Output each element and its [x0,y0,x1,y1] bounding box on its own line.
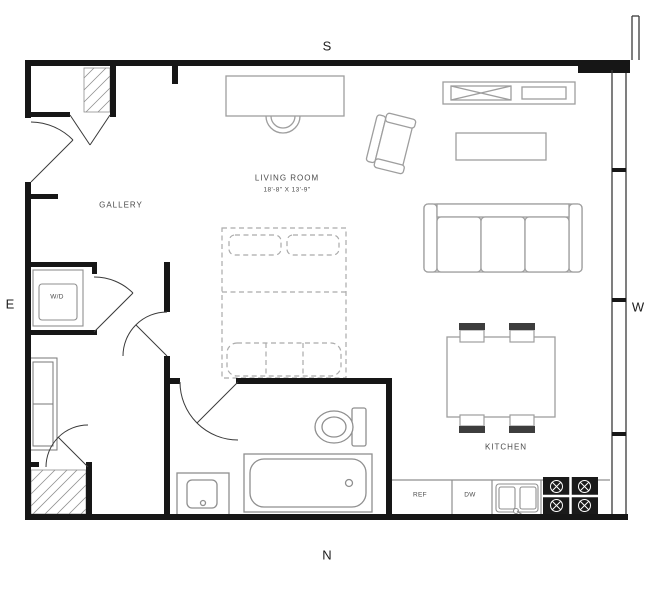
label-washer-dryer: W/D [50,293,64,301]
door-swings [30,114,239,468]
window-wall [611,15,640,514]
dining-chairs [459,323,535,433]
dining-table [446,336,556,418]
label-living-room-dimensions: 18'-8" X 13'-9" [263,186,311,194]
washer-dryer-unit [32,269,84,327]
label-dishwasher: DW [464,491,476,499]
compass-north: N [322,547,332,563]
coffee-table [455,132,547,161]
sofa [423,203,583,273]
toilet [314,407,367,447]
stove-burners [543,477,598,515]
desk [225,75,345,117]
wardrobe [28,357,58,451]
label-refrigerator: REF [413,491,427,499]
kitchen-sink [495,483,539,520]
armchair [365,112,417,175]
murphy-bed-dashed [221,227,347,379]
tv-console [442,81,576,105]
label-kitchen: KITCHEN [484,442,528,452]
label-gallery: GALLERY [99,200,143,210]
interior-walls [25,60,392,520]
exterior-walls [25,60,630,520]
bathtub [243,453,373,513]
compass-south: S [322,38,332,54]
compass-west: W [631,299,645,315]
label-living-room: LIVING ROOM [254,173,320,183]
vanity-sink [176,472,230,518]
compass-east: E [5,296,15,312]
desk-chair [265,115,301,134]
